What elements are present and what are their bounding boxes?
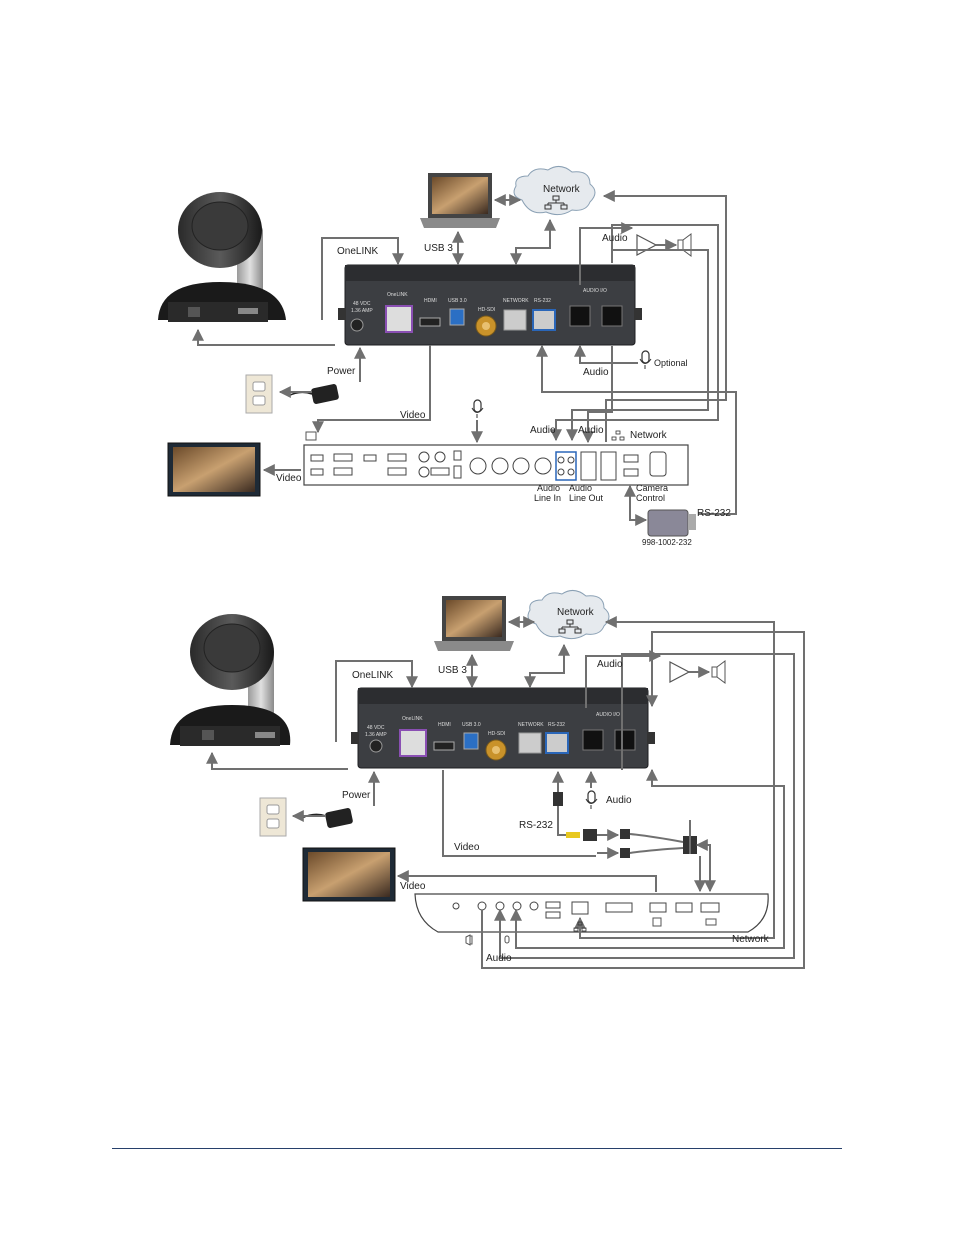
display-icon: [167, 442, 261, 497]
audio-line-out-label: Line Out: [569, 493, 604, 503]
rs232-adapter-icon: [647, 509, 696, 537]
laptop-icon: [420, 173, 500, 228]
audio-label: Audio: [486, 953, 512, 964]
svg-text:HD-SDI: HD-SDI: [478, 307, 495, 313]
audio-label: Audio: [530, 425, 556, 436]
diagram-1: Network 48 VDC 1.36 AMP OneLINK HDMI USB…: [158, 166, 737, 547]
svg-text:1.36 AMP: 1.36 AMP: [351, 308, 373, 314]
wall-outlet-icon: [259, 797, 287, 837]
speaker-icon: [677, 233, 692, 257]
optional-label: Optional: [654, 358, 688, 368]
usb3-label: USB 3: [424, 243, 453, 254]
video-label: Video: [454, 842, 480, 853]
svg-text:1.36 AMP: 1.36 AMP: [365, 732, 387, 738]
camera-control-label: Control: [636, 493, 665, 503]
svg-text:48 VDC: 48 VDC: [353, 301, 371, 307]
codec-rear-panel: [303, 431, 689, 486]
network-label: Network: [732, 934, 770, 945]
microphone-icon: [639, 350, 652, 369]
svg-text:RS-232: RS-232: [534, 298, 551, 304]
svg-text:USB 3.0: USB 3.0: [462, 722, 481, 728]
power-supply-icon: [301, 808, 353, 828]
usb3-label: USB 3: [438, 665, 467, 676]
camera-icon: [170, 614, 291, 746]
audio-line-out-label: Audio: [569, 483, 592, 493]
video-label: Video: [400, 881, 426, 892]
camera-control-label: Camera: [636, 483, 668, 493]
audio-line-in-label: Line In: [534, 493, 561, 503]
interface-device: 48 VDC 1.36 AMP OneLINK HDMI USB 3.0 HD-…: [338, 264, 642, 346]
svg-text:AUDIO I/O: AUDIO I/O: [596, 712, 620, 718]
audio-label: Audio: [583, 367, 609, 378]
amplifier-icon: [636, 234, 658, 256]
power-label: Power: [327, 366, 356, 377]
audio-label: Audio: [606, 795, 632, 806]
onelink-label: OneLINK: [337, 246, 378, 257]
svg-text:NETWORK: NETWORK: [518, 722, 544, 728]
network-label: Network: [630, 430, 668, 441]
svg-text:48 VDC: 48 VDC: [367, 725, 385, 731]
rs232-label: RS-232: [519, 820, 553, 831]
connection-wires: [192, 190, 737, 526]
microphone-icon: [471, 399, 484, 418]
audio-label: Audio: [602, 233, 628, 244]
svg-text:USB 3.0: USB 3.0: [448, 298, 467, 304]
interface-device: 48 VDC 1.36 AMP OneLINK HDMI USB 3.0 HD-…: [351, 687, 655, 769]
power-supply-icon: [287, 384, 339, 404]
microphone-icon: [585, 790, 598, 809]
network-icon: [611, 430, 625, 441]
wall-outlet-icon: [245, 374, 273, 414]
footer-rule: [112, 1148, 842, 1149]
connection-wires: [206, 616, 805, 969]
svg-text:OneLINK: OneLINK: [387, 292, 408, 298]
display-icon: [302, 847, 396, 902]
video-label: Video: [400, 410, 426, 421]
svg-text:RS-232: RS-232: [548, 722, 565, 728]
onelink-label: OneLINK: [352, 670, 393, 681]
speaker-icon: [711, 660, 726, 684]
network-cloud-icon: [513, 166, 596, 216]
svg-text:AUDIO I/O: AUDIO I/O: [583, 288, 607, 294]
network-label: Network: [557, 607, 595, 618]
audio-label: Audio: [597, 659, 623, 670]
diagram-2: Network 48 VDC 1.36 AMP OneLINK HDMI USB…: [170, 590, 805, 969]
laptop-icon: [434, 596, 514, 651]
audio-line-in-label: Audio: [537, 483, 560, 493]
svg-text:NETWORK: NETWORK: [503, 298, 529, 304]
network-label: Network: [543, 184, 581, 195]
svg-text:HD-SDI: HD-SDI: [488, 731, 505, 737]
audio-label: Audio: [578, 425, 604, 436]
power-label: Power: [342, 790, 371, 801]
video-label: Video: [276, 473, 302, 484]
amplifier-icon: [669, 661, 691, 683]
camera-icon: [158, 192, 286, 322]
network-icon: [573, 921, 587, 932]
svg-text:OneLINK: OneLINK: [402, 716, 423, 722]
svg-text:HDMI: HDMI: [438, 722, 451, 728]
part-number-label: 998-1002-232: [642, 538, 692, 547]
rs232-label: RS-232: [697, 508, 731, 519]
svg-text:HDMI: HDMI: [424, 298, 437, 304]
